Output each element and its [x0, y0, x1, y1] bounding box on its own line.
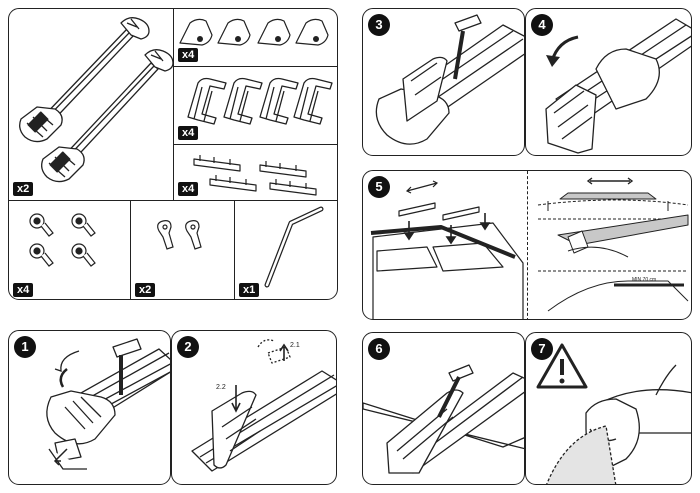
step-5-min-distance-label: MIN 70 cm [632, 277, 656, 283]
covers-quantity-tag: x4 [178, 48, 199, 62]
bolts-quantity-tag: x4 [13, 283, 34, 297]
keys-cell: x2 [131, 201, 235, 299]
step-5-left-cell [363, 171, 528, 319]
bars-quantity-tag: x2 [13, 182, 34, 196]
warning-icon [536, 343, 588, 389]
step-6-panel: 6 [362, 332, 525, 485]
tool-cell: x1 [235, 201, 337, 299]
step-5-detail-illustration: MIN 70 cm [537, 177, 689, 312]
keys-quantity-tag: x2 [135, 283, 156, 297]
bolts-illustration [29, 213, 96, 267]
step-5-car-roof-illustration [370, 180, 524, 319]
crossbars-illustration [19, 17, 174, 183]
step-2-number: 2 [177, 336, 199, 358]
step-3-illustration [375, 14, 524, 145]
step-3-panel: 3 [362, 8, 525, 156]
bolts-cell: x4 [9, 201, 131, 299]
hex-key-illustration [264, 206, 324, 288]
end-covers-illustration [179, 18, 329, 46]
step-5-right-cell: MIN 70 cm [528, 171, 691, 319]
end-covers-cell: x4 [174, 9, 337, 67]
step-5-panel: MIN 70 cm 5 [362, 170, 692, 320]
step-3-number: 3 [368, 14, 390, 36]
step-1-number: 1 [14, 336, 36, 358]
pads-quantity-tag: x4 [178, 182, 199, 196]
step-2-illustration: 2.1 2.2 [191, 339, 336, 472]
step-1-illustration [46, 338, 170, 470]
step-6-number: 6 [368, 338, 390, 360]
crossbars-cell: x2 [9, 9, 174, 201]
parts-panel: x2 x4 x4 [8, 8, 338, 300]
clamps-quantity-tag: x4 [178, 126, 199, 140]
step-7-number: 7 [531, 338, 553, 360]
pads-illustration [193, 155, 317, 196]
step-6-illustration [363, 364, 524, 474]
step-5-number: 5 [368, 176, 390, 198]
tool-quantity-tag: x1 [239, 283, 260, 297]
step-2-panel: 2.1 2.2 2 [171, 330, 337, 485]
step-1-panel: 1 [8, 330, 171, 485]
clamps-illustration [187, 77, 333, 125]
step-4-panel: 4 [525, 8, 692, 156]
step-2-label-2-1: 2.1 [290, 342, 300, 349]
step-4-illustration [545, 18, 691, 154]
clamps-cell: x4 [174, 67, 337, 145]
step-2-label-2-2: 2.2 [216, 384, 226, 391]
pads-cell: x4 [174, 145, 337, 201]
step-7-panel: 7 [525, 332, 692, 485]
keys-illustration [157, 220, 202, 250]
step-4-number: 4 [531, 14, 553, 36]
step-7-illustration [536, 343, 691, 484]
